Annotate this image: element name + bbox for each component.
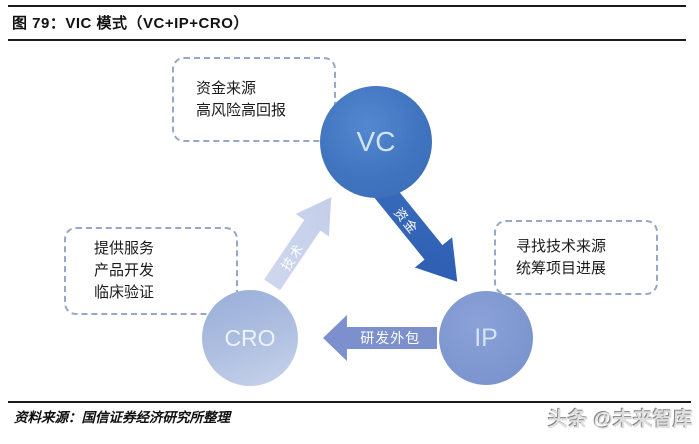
cro-note-line: 临床验证: [94, 285, 155, 301]
vc-node-label: VC: [356, 126, 396, 157]
vc-note-line: 资金来源: [196, 80, 257, 97]
cro-note-box: 提供服务 产品开发 临床验证: [64, 227, 238, 315]
cro-node-label: CRO: [224, 324, 276, 351]
figure-title: 图 79：VIC 模式（VC+IP+CRO）: [12, 15, 249, 32]
cro-note-line: 产品开发: [94, 263, 155, 279]
cro-node: CRO: [202, 290, 298, 386]
arrow-cro-to-vc-label: 技术: [277, 239, 307, 274]
bottom-rule: [8, 401, 691, 403]
cro-note-line: 提供服务: [94, 241, 155, 257]
ip-note-line: 寻找技术来源: [516, 238, 607, 255]
ip-node-label: IP: [474, 323, 498, 352]
arrow-ip-to-cro: 研发外包: [323, 315, 437, 361]
top-rule: [8, 5, 686, 7]
arrow-cro-to-vc: 技术: [255, 186, 347, 296]
ip-note-box: 寻找技术来源 统筹项目进展: [494, 220, 658, 295]
vc-note-line: 高风险高回报: [196, 102, 287, 119]
title-underline-rule: [8, 39, 686, 41]
ip-note-line: 统筹项目进展: [516, 260, 607, 277]
watermark: 头条 @未来智库: [547, 409, 693, 431]
vc-note-box: 资金来源 高风险高回报: [172, 57, 336, 142]
ip-node: IP: [439, 291, 533, 385]
arrow-ip-to-cro-label: 研发外包: [360, 332, 421, 347]
vc-node: VC: [320, 86, 432, 198]
source-note: 资料来源：国信证券经济研究所整理: [14, 410, 230, 425]
